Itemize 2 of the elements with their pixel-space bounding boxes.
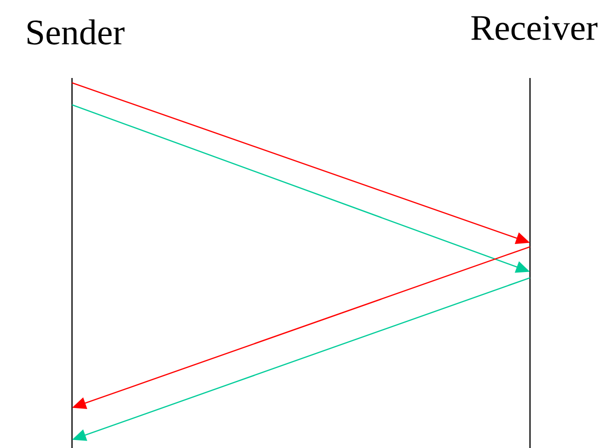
participant-label: Sender xyxy=(28,19,124,45)
participant-label: Receiver xyxy=(471,16,598,40)
